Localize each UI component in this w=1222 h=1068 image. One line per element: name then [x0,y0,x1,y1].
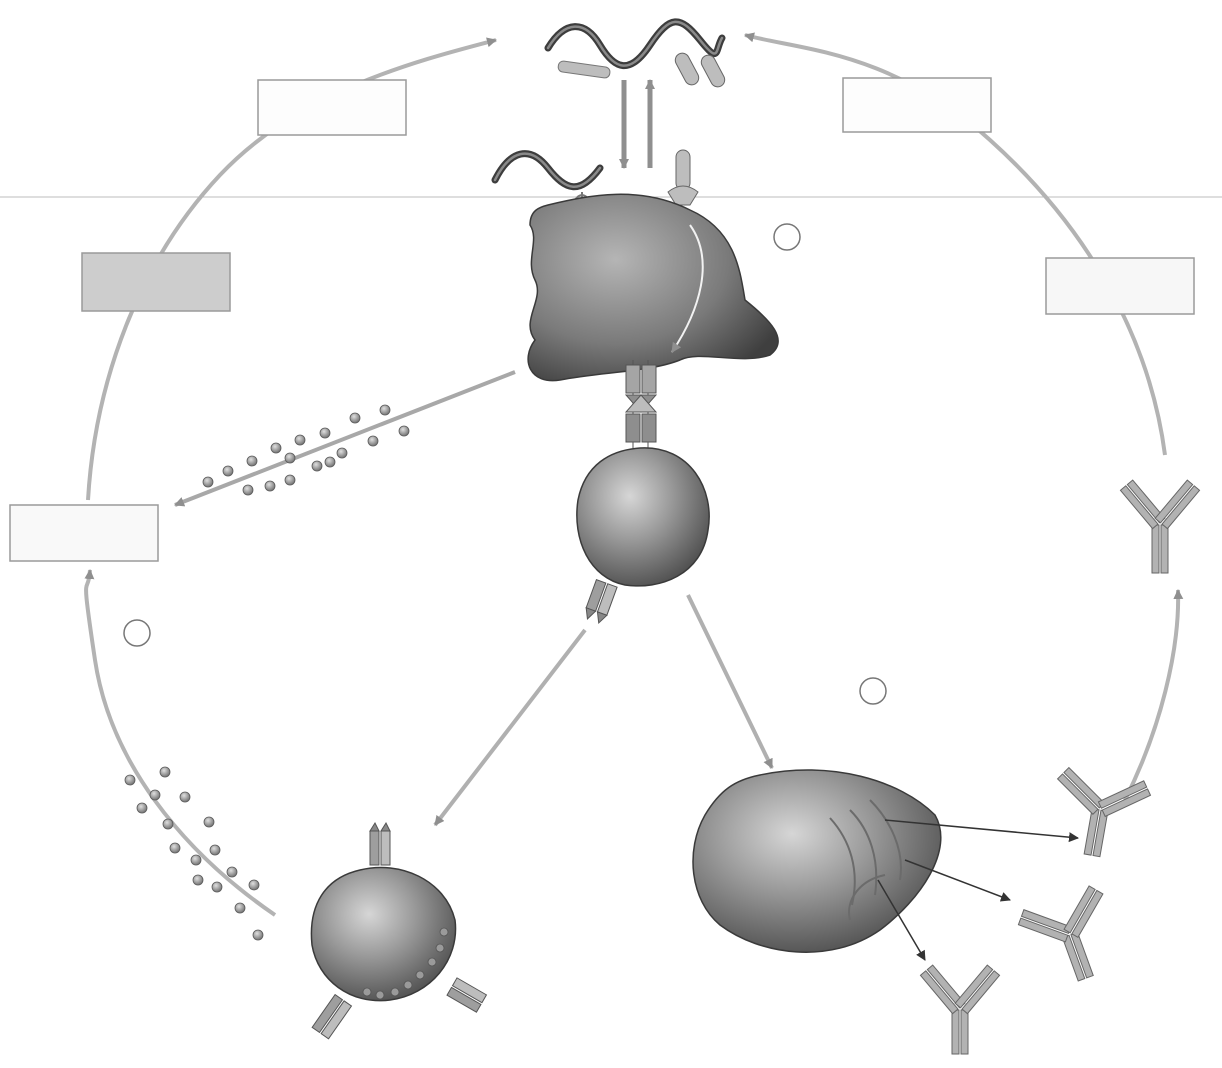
arc-right-lower [1125,590,1178,800]
label-box-mid-right[interactable] [1046,258,1194,314]
plasma-cell [693,770,1078,960]
receptor-complex [626,360,656,455]
antibody-right-upper [1120,480,1199,573]
blank-circles [124,224,886,704]
antibodies [920,480,1199,1054]
cytokine-dots-lower [125,767,263,940]
circle-right[interactable] [860,678,886,704]
arrow-to-memory-cell [435,630,585,825]
label-box-top-right[interactable] [843,78,991,132]
signal-arrow-upper [175,372,515,505]
antibody-right-mid [1046,766,1153,864]
exchange-arrows [624,80,650,168]
antibody-right-lower [1014,882,1128,993]
arrow-to-plasma-cell [688,595,772,768]
memory-cell [311,823,486,1039]
label-box-top-left[interactable] [258,80,406,135]
arc-left-lower [86,570,275,915]
antigen-presenting-cell [528,194,778,380]
circle-upper[interactable] [774,224,800,250]
circle-left[interactable] [124,620,150,646]
antigen-top [548,22,727,89]
label-box-lower-left[interactable] [10,505,158,561]
antibody-bottom [920,965,999,1054]
label-box-mid-left[interactable] [82,253,230,311]
